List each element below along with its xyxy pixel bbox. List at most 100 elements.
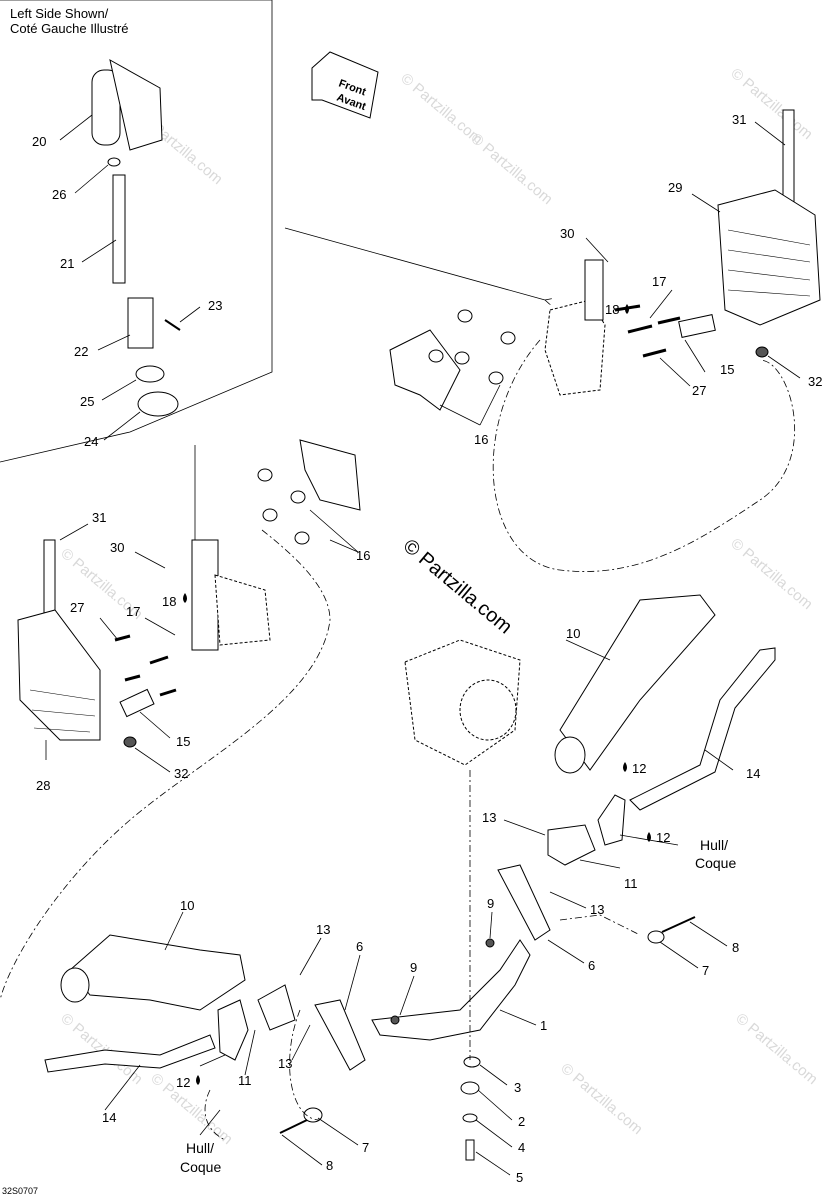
hull-label-right-line-2: Coque <box>695 855 736 871</box>
callout-12-right-top: 12 <box>632 761 646 776</box>
callout-21: 21 <box>60 256 74 271</box>
right-nozzle-hoses <box>547 594 776 866</box>
bolt-5-part <box>465 1139 475 1161</box>
cover-28-part <box>17 609 101 741</box>
callout-16-right: 16 <box>474 432 488 447</box>
watermark-tile: © Partzilla.com <box>147 1070 235 1148</box>
inset-title-line-1: Left Side Shown/ <box>10 6 109 21</box>
cover-29-part <box>717 189 821 326</box>
watermark-tile: © Partzilla.com <box>467 130 555 208</box>
tube-14-left-part <box>44 1034 216 1073</box>
callout-11-left: 11 <box>238 1073 252 1088</box>
callout-24: 24 <box>84 434 98 449</box>
column-left-part <box>191 539 219 651</box>
cotter-pin-part <box>164 319 181 331</box>
steering-shaft-part <box>112 174 126 284</box>
drop-icon <box>625 304 629 314</box>
bushing-2-part <box>460 1081 480 1095</box>
seal-part <box>135 365 165 383</box>
callout-12-right-bottom: 12 <box>656 830 670 845</box>
bolt-8-left-part <box>279 1119 308 1134</box>
callout-10-left: 10 <box>180 898 194 913</box>
callout-13-left-top: 13 <box>316 922 330 937</box>
callout-3: 3 <box>514 1080 521 1095</box>
callout-9-right: 9 <box>487 896 494 911</box>
callout-16-left: 16 <box>356 548 370 563</box>
screws-left-part <box>114 634 177 697</box>
link-6-right-part <box>497 864 551 941</box>
lever-16-left-part <box>299 439 361 511</box>
link-6-left-part <box>314 999 366 1071</box>
callout-17-right: 17 <box>652 274 666 289</box>
gasket-12-left-part <box>217 999 249 1061</box>
callout-22: 22 <box>74 344 88 359</box>
sleeve-15-left-part <box>119 688 155 718</box>
nut-9-right-part <box>485 938 495 948</box>
callout-23: 23 <box>208 298 222 313</box>
hose-10-left-part <box>69 934 246 1011</box>
left-nozzle-hoses <box>44 934 400 1134</box>
nut-part <box>137 391 179 417</box>
callout-13-right-top: 13 <box>482 810 496 825</box>
lever-16-right-part <box>389 329 461 411</box>
watermark-tile: © Partzilla.com <box>727 65 815 143</box>
callout-25: 25 <box>80 394 94 409</box>
washer-4-part <box>462 1113 478 1123</box>
inset-title: Left Side Shown/ Coté Gauche Illustré <box>10 6 129 36</box>
callout-10-right: 10 <box>566 626 580 641</box>
callout-17-left: 17 <box>126 604 140 619</box>
callout-6-left: 6 <box>356 939 363 954</box>
watermark-tile: © Partzilla.com <box>557 1060 645 1138</box>
watermark-tile: © Partzilla.com <box>57 1010 145 1088</box>
callout-30-left: 30 <box>110 540 124 555</box>
tube-14-right-part <box>629 647 776 811</box>
steering-head-housing-part <box>91 69 121 146</box>
callout-32-right: 32 <box>808 374 822 389</box>
watermark-tile: © Partzilla.com <box>732 1010 820 1088</box>
callouts: 20 26 21 23 22 25 24 31 29 30 17 18 15 2… <box>32 112 822 1185</box>
hull-label-right-line-1: Hull/ <box>700 837 728 853</box>
hull-label-bottom-line-2: Coque <box>180 1159 221 1175</box>
screws-right-part <box>614 304 681 358</box>
hull-label-bottom-line-1: Hull/ <box>186 1140 214 1156</box>
callout-31-right: 31 <box>732 112 746 127</box>
arm-1-part <box>371 939 531 1041</box>
leader-lines <box>45 114 801 1176</box>
center-fastener-stack <box>460 1056 481 1161</box>
callout-11-right: 11 <box>624 876 638 891</box>
front-arrow: Front Avant <box>311 51 379 119</box>
plate-11-right-part <box>547 824 596 866</box>
callout-32-left: 32 <box>174 766 188 781</box>
drop-icon <box>623 762 627 772</box>
bolt-8-right-part <box>661 916 696 933</box>
column-right-part <box>584 259 604 321</box>
spacer-3-part <box>463 1056 481 1068</box>
hose-10-right-part <box>559 594 716 771</box>
inset-title-line-2: Coté Gauche Illustré <box>10 21 129 36</box>
pin-part <box>107 157 121 167</box>
nut-32-right-part <box>755 346 769 358</box>
nut-32-left-part <box>123 736 137 748</box>
callout-14-left: 14 <box>102 1110 116 1125</box>
inset-steering-column <box>91 59 181 417</box>
watermark-center: © Partzilla.com <box>399 535 516 638</box>
callout-1: 1 <box>540 1018 547 1033</box>
callout-13-left-bottom: 13 <box>278 1056 292 1071</box>
nut-9-left-part <box>390 1015 400 1025</box>
callout-29: 29 <box>668 180 682 195</box>
callout-28: 28 <box>36 778 50 793</box>
callout-31-left: 31 <box>92 510 106 525</box>
callout-30-right: 30 <box>560 226 574 241</box>
callout-18-right: 18 <box>605 302 619 317</box>
washer-7-right-part <box>647 930 665 944</box>
steering-bracket-part <box>109 59 163 151</box>
callout-9-left: 9 <box>410 960 417 975</box>
callout-6-right: 6 <box>588 958 595 973</box>
drop-icon <box>647 832 651 842</box>
callout-4: 4 <box>518 1140 525 1155</box>
callout-27-left: 27 <box>70 600 84 615</box>
drop-icon <box>183 593 187 603</box>
drawing-code: 32S0707 <box>2 1186 39 1196</box>
callout-27-right: 27 <box>692 383 706 398</box>
